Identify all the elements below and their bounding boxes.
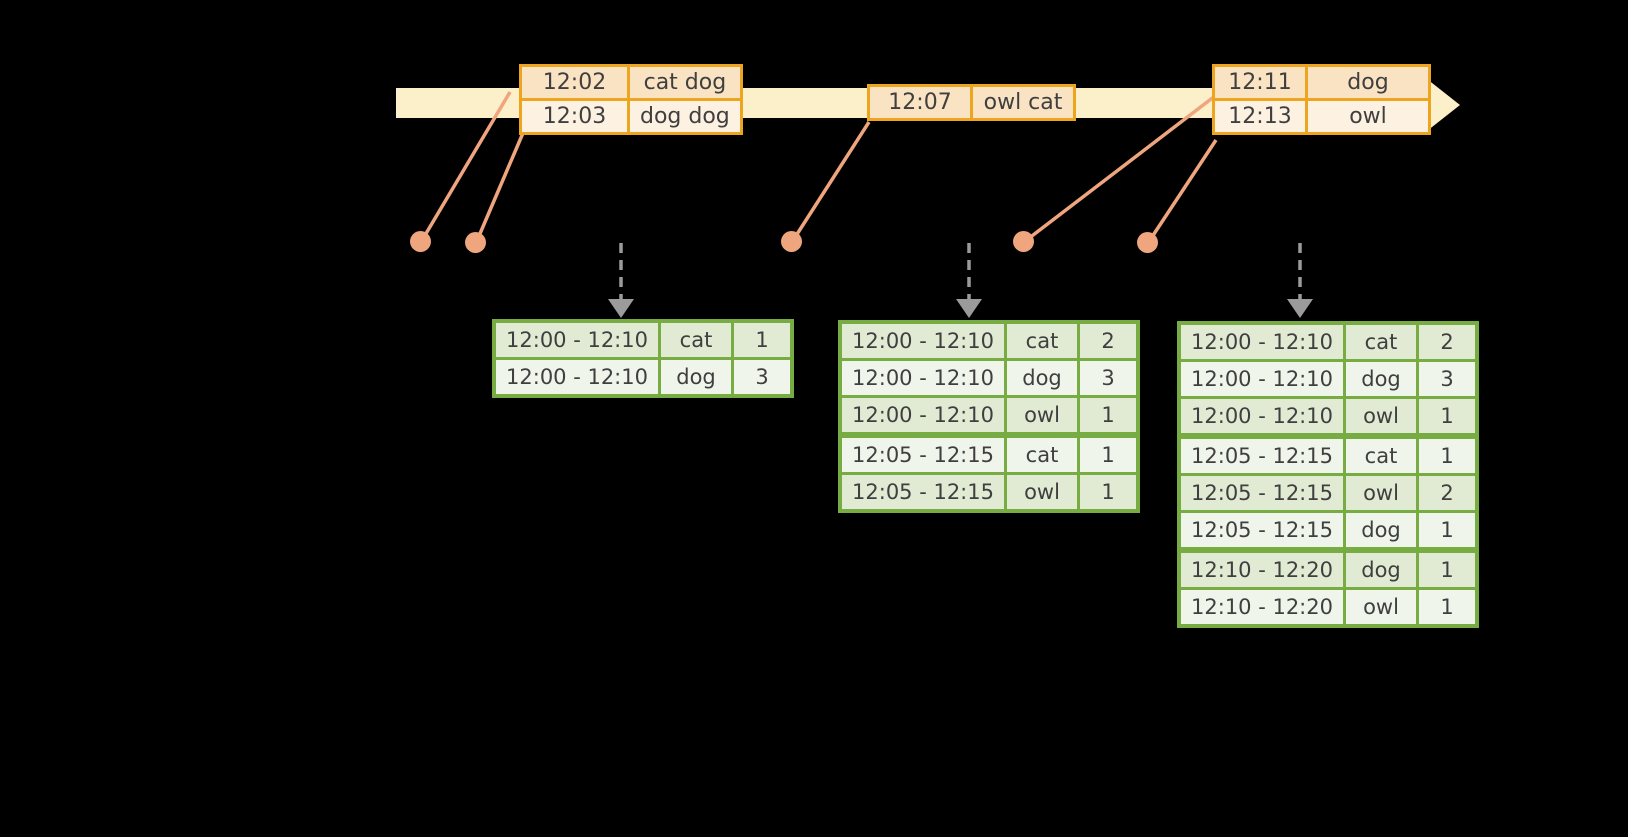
result-table-3: 12:00 - 12:10 cat 2 12:00 - 12:10 dog 3 … — [1177, 321, 1479, 628]
event-table-3: 12:11 dog 12:13 owl — [1212, 64, 1431, 135]
count-cell: 3 — [731, 357, 794, 398]
event-connector-line — [790, 121, 871, 243]
window-cell: 12:00 - 12:10 — [838, 395, 1007, 437]
table-row: 12:00 - 12:10 cat 2 — [1177, 321, 1479, 362]
event-dot — [1013, 231, 1034, 252]
trigger-arrowhead-icon — [956, 299, 982, 318]
table-row: 12:00 - 12:10 cat 2 — [838, 320, 1140, 361]
event-connector-line — [1022, 94, 1217, 244]
table-row: 12:05 - 12:15 owl 1 — [838, 472, 1140, 513]
word-cell: dog — [1343, 359, 1419, 399]
count-cell: 2 — [1416, 473, 1479, 513]
count-cell: 3 — [1416, 359, 1479, 399]
count-cell: 1 — [1416, 396, 1479, 438]
window-cell: 12:10 - 12:20 — [1177, 547, 1346, 590]
event-words-cell: dog dog — [627, 98, 743, 135]
table-row: 12:00 - 12:10 dog 3 — [838, 358, 1140, 398]
count-cell: 1 — [1077, 472, 1140, 513]
event-time-cell: 12:13 — [1212, 98, 1308, 135]
event-dot — [781, 231, 802, 252]
table-row: 12:10 - 12:20 dog 1 — [1177, 547, 1479, 590]
table-row: 12:00 - 12:10 owl 1 — [1177, 396, 1479, 438]
count-cell: 1 — [1416, 510, 1479, 552]
event-words-cell: owl — [1305, 98, 1431, 135]
count-cell: 2 — [1416, 321, 1479, 362]
window-cell: 12:05 - 12:15 — [838, 472, 1007, 513]
trigger-arrowhead-icon — [608, 299, 634, 318]
result-table-1: 12:00 - 12:10 cat 1 12:00 - 12:10 dog 3 — [492, 319, 794, 398]
count-cell: 1 — [1077, 432, 1140, 475]
event-table-2: 12:07 owl cat — [867, 84, 1076, 121]
count-cell: 1 — [1416, 433, 1479, 476]
word-cell: cat — [1004, 320, 1080, 361]
word-cell: owl — [1343, 587, 1419, 628]
table-row: 12:10 - 12:20 owl 1 — [1177, 587, 1479, 628]
table-row: 12:03 dog dog — [519, 98, 743, 135]
event-time-cell: 12:11 — [1212, 64, 1308, 101]
event-words-cell: owl cat — [970, 84, 1076, 121]
window-cell: 12:00 - 12:10 — [1177, 359, 1346, 399]
count-cell: 2 — [1077, 320, 1140, 361]
table-row: 12:00 - 12:10 dog 3 — [492, 357, 794, 398]
event-dot — [465, 232, 486, 253]
word-cell: cat — [658, 319, 734, 360]
event-connector-line — [419, 91, 512, 243]
table-row: 12:00 - 12:10 cat 1 — [492, 319, 794, 360]
table-row: 12:02 cat dog — [519, 64, 743, 101]
window-cell: 12:05 - 12:15 — [1177, 473, 1346, 513]
window-cell: 12:05 - 12:15 — [1177, 433, 1346, 476]
window-cell: 12:00 - 12:10 — [838, 320, 1007, 361]
table-row: 12:07 owl cat — [867, 84, 1076, 121]
count-cell: 1 — [731, 319, 794, 360]
count-cell: 3 — [1077, 358, 1140, 398]
word-cell: owl — [1343, 473, 1419, 513]
window-cell: 12:00 - 12:10 — [1177, 321, 1346, 362]
event-time-cell: 12:07 — [867, 84, 973, 121]
table-row: 12:05 - 12:15 cat 1 — [838, 432, 1140, 475]
table-row: 12:13 owl — [1212, 98, 1431, 135]
window-cell: 12:05 - 12:15 — [1177, 510, 1346, 552]
window-cell: 12:00 - 12:10 — [838, 358, 1007, 398]
word-cell: dog — [1343, 547, 1419, 590]
word-cell: dog — [1343, 510, 1419, 552]
event-connector-line — [474, 132, 525, 244]
event-table-1: 12:02 cat dog 12:03 dog dog — [519, 64, 743, 135]
word-cell: owl — [1004, 395, 1080, 437]
count-cell: 1 — [1077, 395, 1140, 437]
count-cell: 1 — [1416, 547, 1479, 590]
event-connector-line — [1146, 139, 1218, 244]
table-row: 12:05 - 12:15 owl 2 — [1177, 473, 1479, 513]
window-cell: 12:00 - 12:10 — [1177, 396, 1346, 438]
word-cell: cat — [1343, 433, 1419, 476]
timeline-arrowhead — [1427, 79, 1460, 131]
word-cell: owl — [1004, 472, 1080, 513]
word-cell: cat — [1343, 321, 1419, 362]
table-row: 12:05 - 12:15 dog 1 — [1177, 510, 1479, 552]
event-words-cell: dog — [1305, 64, 1431, 101]
word-cell: dog — [1004, 358, 1080, 398]
window-cell: 12:05 - 12:15 — [838, 432, 1007, 475]
word-cell: cat — [1004, 432, 1080, 475]
word-cell: owl — [1343, 396, 1419, 438]
word-cell: dog — [658, 357, 734, 398]
table-row: 12:00 - 12:10 owl 1 — [838, 395, 1140, 437]
trigger-arrowhead-icon — [1287, 299, 1313, 318]
window-cell: 12:00 - 12:10 — [492, 319, 661, 360]
event-words-cell: cat dog — [627, 64, 743, 101]
window-cell: 12:00 - 12:10 — [492, 357, 661, 398]
table-row: 12:00 - 12:10 dog 3 — [1177, 359, 1479, 399]
window-cell: 12:10 - 12:20 — [1177, 587, 1346, 628]
count-cell: 1 — [1416, 587, 1479, 628]
event-time-cell: 12:03 — [519, 98, 630, 135]
table-row: 12:11 dog — [1212, 64, 1431, 101]
event-time-cell: 12:02 — [519, 64, 630, 101]
event-dot — [410, 231, 431, 252]
event-dot — [1137, 232, 1158, 253]
table-row: 12:05 - 12:15 cat 1 — [1177, 433, 1479, 476]
result-table-2: 12:00 - 12:10 cat 2 12:00 - 12:10 dog 3 … — [838, 320, 1140, 513]
